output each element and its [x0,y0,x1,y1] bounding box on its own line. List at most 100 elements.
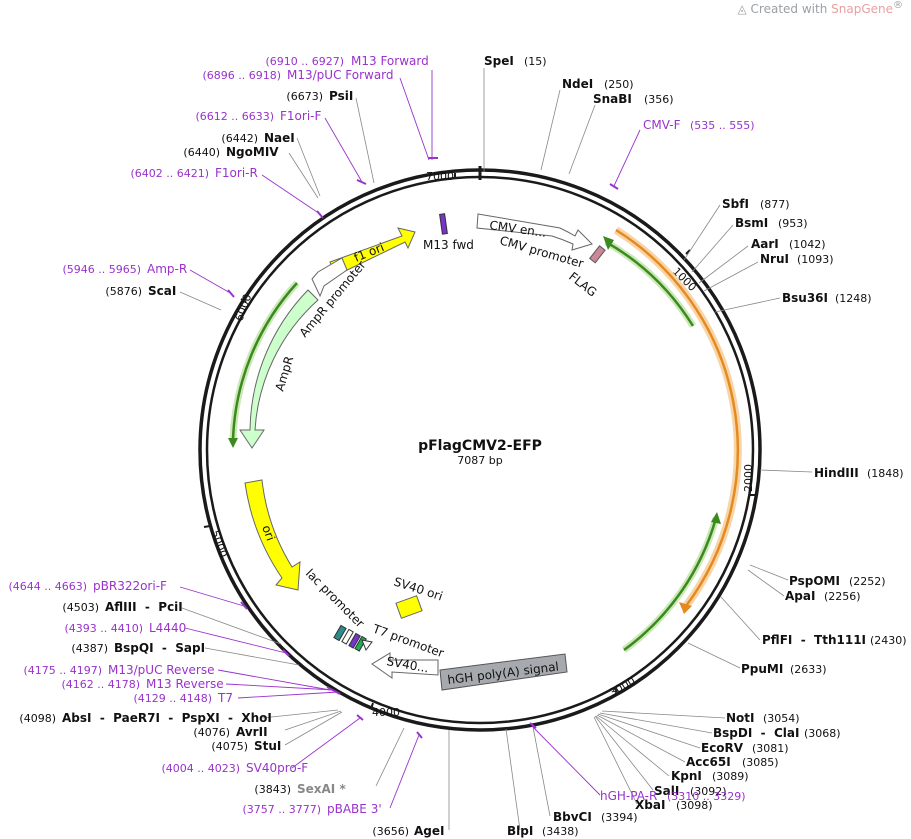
enzyme-scai-pos: (5876) [105,285,142,298]
feature-cmv-enhancer-arrow [476,213,593,251]
enzyme-kpni-pos: (3089) [712,770,749,783]
primer-m13-forward: M13 Forward [351,54,429,68]
plasmid-name: pFlagCMV2-EFP [418,438,542,454]
primer-l4440: L4440 [149,621,186,635]
enzyme-labels: SpeI (15) NdeI (250) SnaBI (356) SbfI (8… [19,54,906,838]
feature-lac-promoter-label: lac promoter [303,566,367,630]
snapgene-watermark: ◬ Created with SnapGene® [737,0,903,16]
enzyme-absi-pos: (4098) [19,712,56,725]
primer-pbr322ori-f-range: (4644 .. 4663) [8,580,87,593]
feature-m13-fwd-label: M13 fwd [423,238,474,252]
watermark-brand: SnapGene [831,2,893,16]
primer-m13-forward-range: (6910 .. 6927) [265,55,344,68]
enzyme-sbfi-pos: (877) [760,198,790,211]
feature-sv40-promoter-arrow [371,652,439,679]
enzyme-acc65i: Acc65I [686,755,731,769]
tick-label-4000: 4000 [372,706,400,719]
primer-cmv-f: CMV-F [643,118,681,132]
orf-arc-green-top-arrowhead [603,236,614,250]
feature-ori-arrow [244,479,301,591]
primer-m13-reverse-range: (4162 .. 4178) [61,678,140,691]
enzyme-sali: SalI [654,784,679,798]
enzyme-psii-pos: (6673) [286,90,323,103]
enzyme-agei: AgeI [414,824,444,838]
orf-arc-green-left-arrowhead [228,438,238,448]
primer-t7-range: (4129 .. 4148) [133,692,212,705]
feature-hgh-polya-box [439,653,568,691]
orf-arc-orange-line [615,228,740,607]
tick-marks [203,173,756,710]
primer-amp-r: Amp-R [147,262,187,276]
tick-label-5000: 5000 [208,529,230,560]
primer-pbabe-3: pBABE 3' [327,802,382,816]
primer-m13-puc-reverse-range: (4175 .. 4197) [23,664,102,677]
feature-t7-promoter-label: T7 promoter [370,621,446,660]
feature-promoter-cluster [333,624,373,652]
enzyme-spei: SpeI [484,54,514,68]
tick-label-7000: 7000 [426,170,454,183]
enzyme-sexai: SexAI * [297,782,346,796]
orf-arc-orange-arrowhead [679,602,692,614]
primer-f1ori-r-range: (6402 .. 6421) [130,167,209,180]
enzyme-absi: AbsI - PaeR7I - PspXI - XhoI [62,711,272,725]
enzyme-bspqi-pos: (4387) [71,642,108,655]
orf-arc-green-bottom-arrowhead [711,512,721,524]
primer-marks [227,157,619,739]
feature-ampr-label: AmpR [272,354,296,392]
enzyme-bbvci-pos: (3394) [601,811,638,824]
primer-cmv-f-range: (535 .. 555) [690,119,755,132]
enzyme-stui-pos: (4075) [211,740,248,753]
enzyme-noti-pos: (3054) [763,712,800,725]
enzyme-bsmi-pos: (953) [778,217,808,230]
primer-hgh-pa-r: hGH-PA-R [600,789,657,803]
enzyme-snabi: SnaBI [593,92,632,106]
feature-ampr-promoter-arrow [311,257,348,298]
enzyme-bspdi-pos: (3068) [804,727,841,740]
enzyme-ppumi: PpuMI [741,662,783,676]
enzyme-bspqi: BspQI - SapI [114,641,205,655]
enzyme-ndei-pos: (250) [604,78,634,91]
enzyme-bspdi: BspDI - ClaI [713,726,799,740]
tick-label-2000: 2000 [742,464,755,492]
primer-f1ori-r: F1ori-R [215,166,258,180]
enzyme-aflIII-pos: (4503) [62,601,99,614]
primer-sv40pro-f: SV40pro-F [246,761,308,775]
enzyme-ppumi-pos: (2633) [790,663,827,676]
feature-flag-label: FLAG [566,269,599,299]
enzyme-afliii: AflIII - PciI [105,600,183,614]
snapgene-logo-icon: ◬ [737,2,747,16]
enzyme-spei-pos: (15) [524,55,547,68]
enzyme-sbfi: SbfI [722,197,749,211]
enzyme-pflfi: PflFI - Tth111I [762,633,866,647]
enzyme-ndei: NdeI [562,77,593,91]
enzyme-hindiii-pos: (1848) [867,467,904,480]
enzyme-bsu36i: Bsu36I [782,291,828,305]
enzyme-sali-pos: (3092) [690,785,727,798]
primer-labels: (6910 .. 6927) M13 Forward (6896 .. 6918… [8,54,754,816]
enzyme-blpi: BlpI [507,824,533,838]
tick-label-3000: 3000 [607,674,638,699]
enzyme-pspomi-pos: (2252) [849,575,886,588]
watermark-reg: ® [893,0,903,11]
enzyme-stui: StuI [254,739,281,753]
enzyme-naei: NaeI [264,131,295,145]
enzyme-apai: ApaI [785,589,815,603]
enzyme-kpni: KpnI [671,769,702,783]
enzyme-sexai-pos: (3843) [254,783,291,796]
feature-ori-label: ori [259,523,277,542]
enzyme-avrii-pos: (4076) [193,726,230,739]
enzyme-nrui-pos: (1093) [797,253,834,266]
orf-arc-green-left-line [231,282,298,441]
primer-pbabe-3-range: (3757 .. 3777) [242,803,321,816]
enzyme-bsmi: BsmI [735,216,768,230]
tick-label-6000: 6000 [233,292,255,323]
enzyme-bbvci: BbvCI [553,810,592,824]
primer-m13-reverse: M13 Reverse [146,677,224,691]
primer-amp-r-range: (5946 .. 5965) [62,263,141,276]
enzyme-agei-pos: (3656) [372,825,409,838]
enzyme-noti: NotI [726,711,755,725]
primer-m13-puc-forward: M13/pUC Forward [287,68,394,82]
enzyme-naei-pos: (6442) [221,132,258,145]
watermark-prefix: Created with [750,2,828,16]
